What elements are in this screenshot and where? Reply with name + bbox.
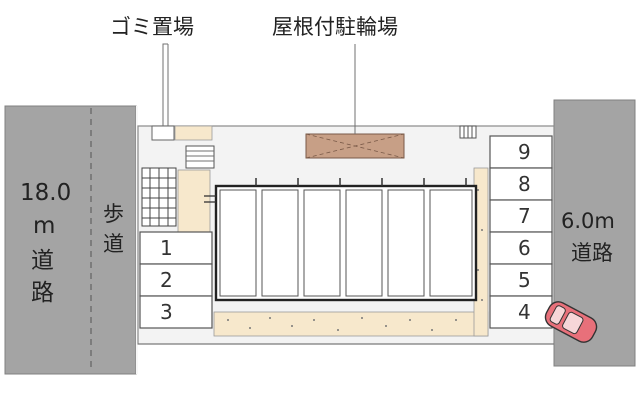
parking-stall-1[interactable]	[139, 231, 213, 265]
planting-dots	[227, 189, 483, 331]
parking-stall-7[interactable]	[489, 199, 553, 233]
stall-label-3: 3	[160, 300, 173, 324]
left-road-char-2: 路	[31, 280, 54, 306]
parking-stall-5[interactable]	[489, 263, 553, 297]
stall-label-1: 1	[160, 236, 173, 260]
stall-label-8: 8	[518, 172, 531, 196]
stall-label-4: 4	[518, 300, 531, 324]
balcony-ticks	[255, 178, 467, 186]
sidewalk-edge	[136, 106, 138, 374]
right-road-width: 6.0m	[561, 209, 615, 233]
garbage-area-label: ゴミ置場	[110, 15, 194, 39]
stall-label-6: 6	[518, 236, 531, 260]
grating	[141, 167, 177, 227]
garbage-planting	[174, 125, 213, 141]
left-road-unit: m	[33, 213, 55, 239]
stall-label-2: 2	[160, 268, 173, 292]
stairs	[185, 145, 215, 169]
garbage-area-box	[151, 125, 175, 141]
parking-stall-2[interactable]	[139, 263, 213, 297]
left-road	[4, 105, 137, 375]
left-road-width: 18.0	[20, 180, 71, 206]
garbage-leader-line	[162, 43, 168, 126]
meter-box	[459, 125, 477, 139]
right-parking	[489, 135, 553, 329]
stall-label-7: 7	[518, 204, 531, 228]
parking-stall-8[interactable]	[489, 167, 553, 201]
bottom-planting	[213, 311, 489, 337]
bicycle-parking-label: 屋根付駐輪場	[272, 15, 398, 39]
stall-label-9: 9	[518, 140, 531, 164]
parking-stall-4[interactable]	[489, 295, 553, 329]
parking-stall-9[interactable]	[489, 135, 553, 169]
sidewalk-char-1: 歩	[103, 202, 124, 226]
building-units	[219, 189, 473, 297]
car-icon	[544, 301, 598, 343]
left-planting	[177, 169, 211, 233]
left-parking	[139, 231, 213, 329]
sidewalk-char-2: 道	[103, 232, 124, 256]
left-road-char-1: 道	[31, 248, 54, 274]
bicycle-roof-cross-2	[305, 133, 405, 159]
stall-label-5: 5	[518, 268, 531, 292]
parking-stall-3[interactable]	[139, 295, 213, 329]
right-road-name: 道路	[571, 241, 613, 265]
